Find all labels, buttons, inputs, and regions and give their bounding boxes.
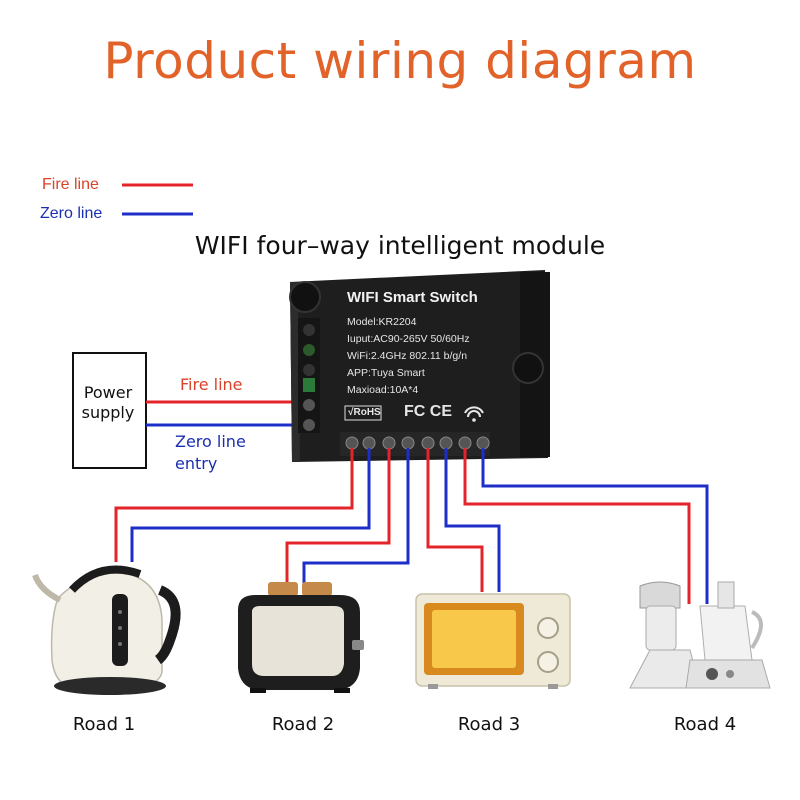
input-zero-label-1: Zero line [175,432,246,451]
module-cert-marks: FC CE [404,403,452,420]
road2-fire-wire [285,448,391,593]
power-supply-line2: supply [81,403,135,422]
road4-zero-wire [481,448,709,604]
road-3-label: Road 3 [457,714,521,735]
road1-fire-wire [114,448,354,562]
food-processor-icon [629,581,771,689]
output-wires [114,448,709,604]
input-fire-label: Fire line [180,375,243,394]
legend-zero-label: Zero line [40,205,103,222]
module-rohs: √RoHS [348,407,381,418]
module-input: Iuput:AC90-265V 50/60Hz [347,333,470,345]
page-title: Product wiring diagram [103,32,697,90]
road2-zero-wire [302,448,410,593]
toaster-icon [238,582,364,693]
kettle-icon [32,565,181,695]
module-maxload: Maxioad:10A*4 [347,384,419,396]
module-heading: WIFI four–way intelligent module [194,231,606,260]
power-supply-label: Power supply [72,383,144,423]
power-supply-box [72,352,147,469]
road3-zero-wire [444,448,501,592]
legend-fire-label: Fire line [42,176,99,193]
road1-zero-wire [130,448,371,562]
road-1-label: Road 1 [72,714,136,735]
wifi-module-image [289,270,550,462]
module-app: APP:Tuya Smart [347,367,425,379]
road3-fire-wire [426,448,484,592]
road-2-label: Road 2 [271,714,335,735]
input-zero-label-2: entry [175,454,218,473]
microwave-icon [415,593,571,689]
road4-fire-wire [463,448,691,604]
module-wifi: WiFi:2.4GHz 802.11 b/g/n [347,350,468,362]
road-4-label: Road 4 [673,714,737,735]
power-supply-line1: Power [83,383,133,402]
module-model: Model:KR2204 [347,316,417,328]
module-name: WIFI Smart Switch [347,289,478,306]
